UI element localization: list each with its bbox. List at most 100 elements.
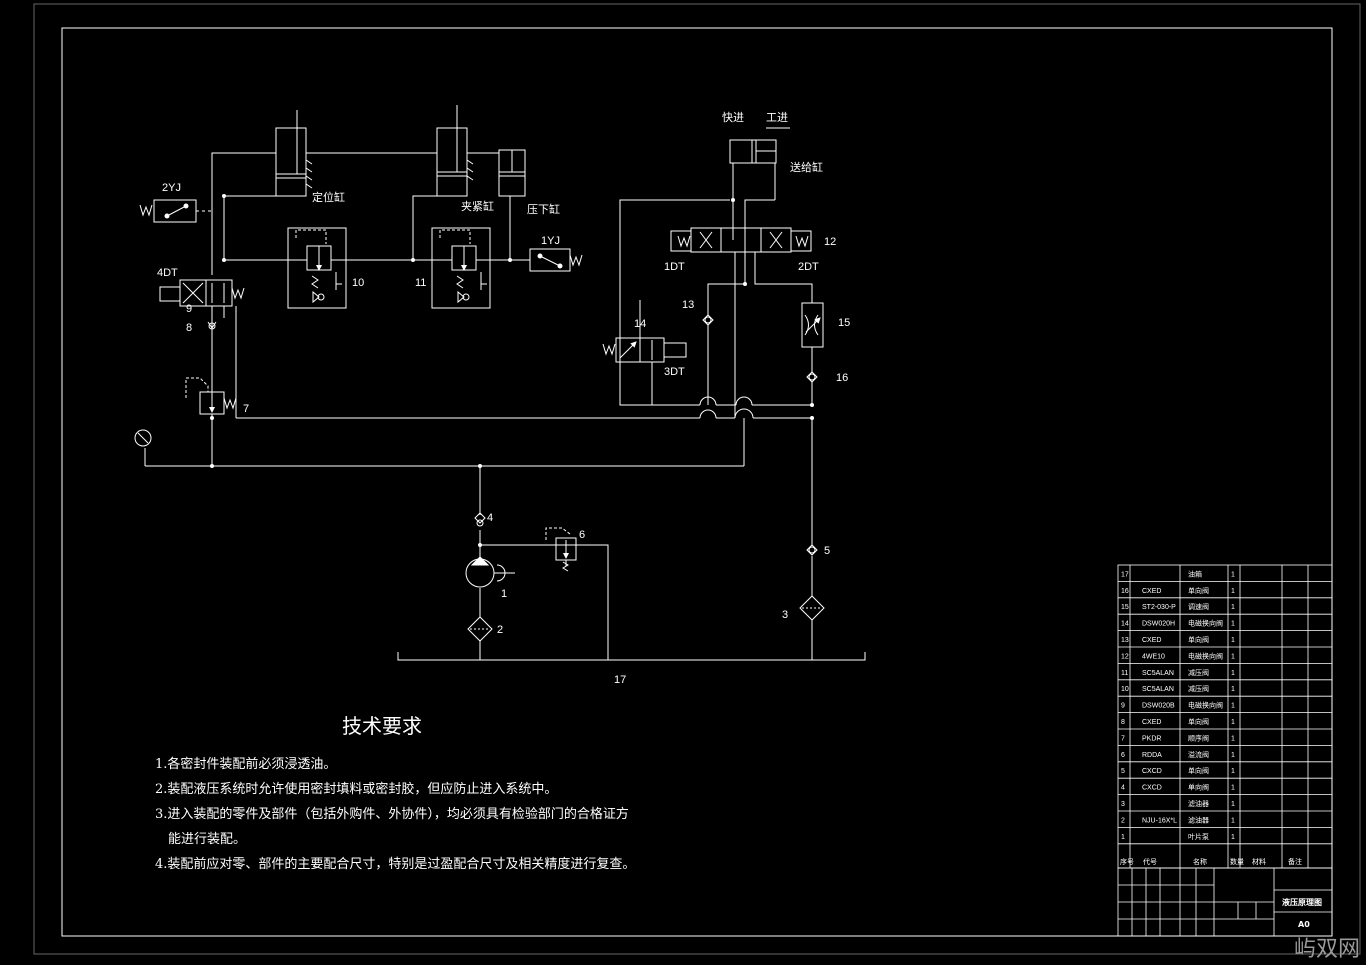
label-10: 10: [352, 277, 364, 289]
label-2yj: 2YJ: [162, 182, 181, 194]
bom-row-code: CXCD: [1142, 785, 1162, 792]
bom-row-code: RDDA: [1142, 752, 1162, 759]
bom-row-name: 油箱: [1188, 569, 1202, 578]
check-valve-8: [207, 321, 217, 330]
bom-row-qty: 1: [1231, 653, 1235, 660]
bom-row-name: 滤油器: [1188, 799, 1209, 808]
bom-row-qty: 1: [1231, 588, 1235, 595]
bom-row-code: CXED: [1142, 637, 1161, 644]
bom-row-name: 单向阀: [1188, 717, 1209, 726]
bom-row-no: 5: [1121, 768, 1125, 775]
bom-row-name: 溢流阀: [1188, 750, 1209, 759]
bom-header-name: 名称: [1193, 857, 1207, 866]
label-9: 9: [186, 303, 192, 315]
directional-valve-14: [602, 337, 687, 363]
bom-row-no: 1: [1121, 834, 1125, 841]
label-4dt: 4DT: [157, 267, 178, 279]
label-16: 16: [836, 372, 848, 384]
bom-row-name: 叶片泵: [1188, 832, 1209, 841]
label-7: 7: [243, 403, 249, 415]
sequence-valve-7: [185, 377, 237, 415]
outer-frame: [33, 3, 1361, 955]
label-6: 6: [579, 529, 585, 541]
label-1: 1: [501, 588, 507, 600]
title-block: [1117, 867, 1333, 937]
bom-row-no: 11: [1121, 670, 1128, 677]
bom-row-name: 顺序阀: [1188, 733, 1209, 742]
label-4: 4: [487, 512, 493, 524]
bom-row-code: CXCD: [1142, 768, 1162, 775]
bom-row-qty: 1: [1231, 686, 1235, 693]
label-14: 14: [634, 318, 646, 330]
positioning-cylinder: [275, 127, 313, 197]
label-11: 11: [415, 277, 426, 289]
bom-row-qty: 1: [1231, 703, 1235, 710]
bom-row-name: 滤油器: [1188, 815, 1209, 824]
bom-row-code: PKDR: [1142, 735, 1161, 742]
throttle-valve-15: [801, 302, 824, 348]
bom-row-name: 单向阀: [1188, 783, 1209, 792]
junction-dots: [210, 194, 814, 547]
bom-row-no: 2: [1121, 817, 1125, 824]
feed-cylinder: [729, 127, 790, 164]
bom-row-code: DSW020B: [1142, 703, 1175, 710]
label-17: 17: [614, 674, 626, 686]
bom-row-qty: 1: [1231, 735, 1235, 742]
directional-valve-12: [670, 227, 812, 253]
label-8: 8: [186, 322, 192, 334]
cylinder-labels: 定位缸 夹紧缸 压下缸 送给缸 快进 工进: [312, 111, 823, 216]
bom-row-name: 电磁换向阀: [1188, 701, 1223, 710]
bom-row-qty: 1: [1231, 621, 1235, 628]
pressure-switch-1yj: [529, 248, 583, 272]
label-fast-feed: 快进: [722, 111, 744, 124]
bom-row-name: 电磁换向阀: [1188, 651, 1223, 660]
label-3: 3: [782, 609, 788, 621]
bom-row-no: 13: [1121, 637, 1129, 644]
bom-row-qty: 1: [1231, 637, 1235, 644]
technical-requirements: 技术要求 1.各密封件装配前必须浸透油。 2.装配液压系统时允许使用密封填料或密…: [155, 714, 635, 872]
pressure-gauge: [134, 429, 152, 447]
bom-row-name: 调速阀: [1188, 602, 1209, 611]
bom-row-qty: 1: [1231, 604, 1235, 611]
bom-row-code: SC5ALAN: [1142, 686, 1174, 693]
bom-row-name: 单向阀: [1188, 766, 1209, 775]
label-positioning-cylinder: 定位缸: [312, 190, 345, 204]
bom-header-qty: 数量: [1230, 857, 1244, 866]
reducing-valve-10: [287, 227, 347, 309]
label-12: 12: [824, 236, 836, 248]
bom-row-no: 6: [1121, 752, 1125, 759]
sheet-size: A0: [1298, 920, 1310, 929]
bom-row-code: CXED: [1142, 719, 1161, 726]
bom-row-no: 3: [1121, 801, 1125, 808]
bom-header-note: 备注: [1288, 857, 1302, 866]
bom-row-no: 9: [1121, 703, 1125, 710]
bom-row-name: 单向阀: [1188, 586, 1209, 595]
bom-row-no: 12: [1121, 653, 1129, 660]
bom-row-code: SC5ALAN: [1142, 670, 1174, 677]
bom-table: [1117, 564, 1333, 869]
inner-frame: [61, 27, 1333, 937]
bom-row-no: 10: [1121, 686, 1129, 693]
bom-row-code: ST2-030-P: [1142, 604, 1176, 611]
component-labels: 1 2 3 4 5 6 7 8 9 10 11 12 13 14 15 16 1…: [186, 236, 850, 686]
directional-valve-9: [159, 279, 245, 307]
bom-row-no: 7: [1121, 735, 1125, 742]
requirement-1: 1.各密封件装配前必须浸透油。: [155, 756, 336, 772]
label-1dt: 1DT: [664, 261, 685, 273]
clamping-cylinder: [436, 127, 474, 197]
label-work-feed: 工进: [766, 111, 788, 124]
label-3dt: 3DT: [664, 366, 685, 378]
bom-row-code: CXED: [1142, 588, 1161, 595]
bom-row-name: 减压阀: [1188, 684, 1209, 693]
requirement-3b: 能进行装配。: [168, 832, 246, 847]
bom-row-code: 4WE10: [1142, 653, 1165, 660]
label-feed-cylinder: 送给缸: [790, 160, 823, 174]
bom-row-no: 4: [1121, 785, 1125, 792]
bom-row-no: 14: [1121, 621, 1129, 628]
bom-row-qty: 1: [1231, 785, 1235, 792]
bom-row-code: NJU-16X*L: [1142, 817, 1177, 824]
bom-row-no: 8: [1121, 719, 1125, 726]
bom-row-qty: 1: [1231, 752, 1235, 759]
